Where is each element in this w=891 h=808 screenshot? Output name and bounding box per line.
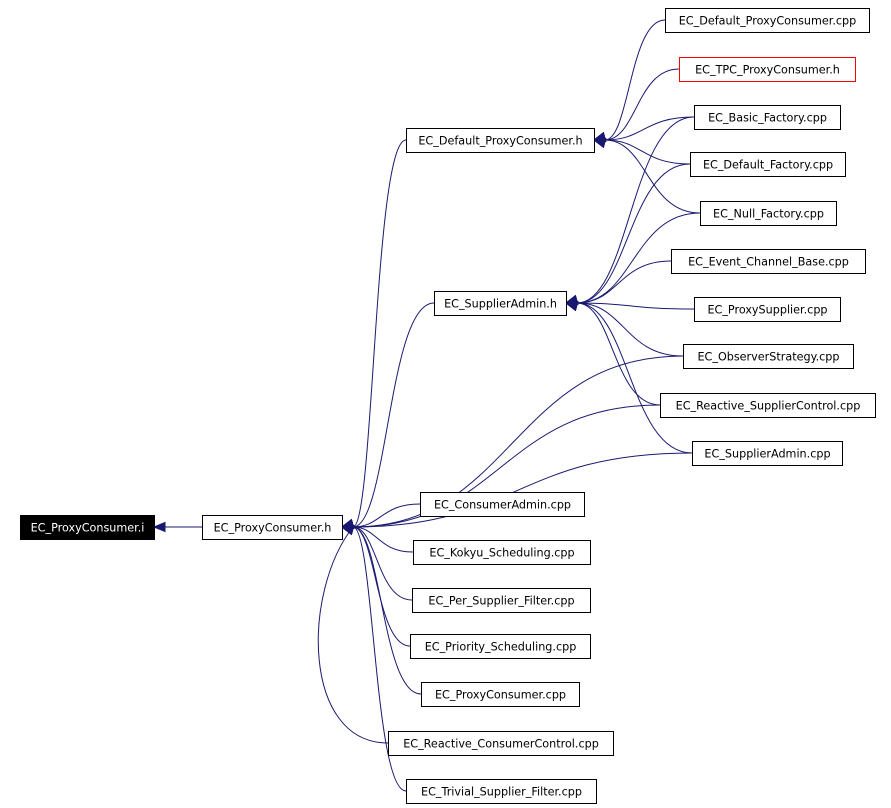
edge-null-factory-cpp-to-default-proxyconsumer-h: [604, 139, 701, 214]
node-box: [406, 128, 595, 153]
node-box: [421, 682, 580, 707]
node-label: EC_Kokyu_Scheduling.cpp: [429, 547, 574, 560]
node-label: EC_ProxySupplier.cpp: [707, 304, 827, 317]
edge-default-factory-cpp-to-supplieradmin-h: [576, 163, 691, 304]
edge-basic-factory-cpp-to-default-proxyconsumer-h: [604, 116, 695, 141]
node-box: [406, 779, 597, 804]
edge-basic-factory-cpp-to-supplieradmin-h: [576, 116, 695, 304]
node-label: EC_ProxyConsumer.i: [31, 522, 145, 535]
node-box: [20, 515, 155, 540]
edge-supplieradmin-cpp-to-supplieradmin-h: [576, 302, 693, 454]
edge-consumeradmin-cpp-to-proxyconsumer-h: [352, 503, 421, 528]
node-basic-factory-cpp[interactable]: EC_Basic_Factory.cpp: [694, 105, 841, 130]
node-label: EC_TPC_ProxyConsumer.h: [695, 64, 840, 77]
node-proxysupplier-cpp[interactable]: EC_ProxySupplier.cpp: [694, 297, 841, 322]
arrowhead: [152, 521, 166, 533]
node-box: [420, 492, 585, 517]
node-label: EC_ObserverStrategy.cpp: [697, 351, 839, 364]
node-box: [412, 588, 591, 613]
node-label: EC_Null_Factory.cpp: [713, 208, 824, 221]
node-box: [434, 291, 567, 316]
node-label: EC_Event_Channel_Base.cpp: [688, 256, 849, 269]
node-label: EC_ConsumerAdmin.cpp: [434, 499, 571, 512]
node-label: EC_Default_ProxyConsumer.h: [418, 135, 582, 148]
edge-priority-scheduling-cpp-to-proxyconsumer-h: [352, 526, 411, 647]
node-supplieradmin-cpp[interactable]: EC_SupplierAdmin.cpp: [692, 441, 843, 466]
node-default-proxyconsumer-h[interactable]: EC_Default_ProxyConsumer.h: [406, 128, 595, 153]
node-box: [671, 249, 866, 274]
node-proxyconsumer-i[interactable]: EC_ProxyConsumer.i: [20, 515, 155, 540]
node-box: [700, 201, 837, 226]
node-label: EC_Per_Supplier_Filter.cpp: [428, 595, 574, 608]
node-per-supplier-filter-cpp[interactable]: EC_Per_Supplier_Filter.cpp: [412, 588, 591, 613]
node-label: EC_Priority_Scheduling.cpp: [425, 641, 577, 654]
node-label: EC_Default_Factory.cpp: [703, 159, 833, 172]
edge-event-channel-base-cpp-to-supplieradmin-h: [576, 260, 672, 304]
node-label: EC_ProxyConsumer.h: [214, 522, 332, 535]
node-label: EC_ProxyConsumer.cpp: [435, 689, 566, 702]
node-consumeradmin-cpp[interactable]: EC_ConsumerAdmin.cpp: [420, 492, 585, 517]
arrowhead: [340, 524, 355, 536]
nodes-layer: EC_ProxyConsumer.i EC_ProxyConsumer.h EC_D…: [20, 8, 876, 804]
arrowhead: [592, 137, 607, 149]
node-label: EC_SupplierAdmin.cpp: [704, 448, 830, 461]
node-trivial-supplier-filter-cpp[interactable]: EC_Trivial_Supplier_Filter.cpp: [406, 779, 597, 804]
node-box: [694, 297, 841, 322]
node-observerstrategy-cpp[interactable]: EC_ObserverStrategy.cpp: [683, 344, 854, 369]
node-box: [683, 344, 854, 369]
node-box: [202, 515, 343, 540]
node-box: [694, 105, 841, 130]
edge-default-proxyconsumer-h-to-proxyconsumer-h: [352, 139, 407, 528]
node-default-proxyconsumer-cpp[interactable]: EC_Default_ProxyConsumer.cpp: [665, 8, 870, 33]
arrowhead: [564, 300, 579, 312]
edge-trivial-supplier-filter-cpp-to-proxyconsumer-h: [352, 526, 407, 792]
node-supplieradmin-h[interactable]: EC_SupplierAdmin.h: [434, 291, 567, 316]
node-box: [679, 57, 856, 82]
edge-proxyconsumer-cpp-to-proxyconsumer-h: [352, 526, 422, 695]
edge-supplieradmin-h-to-proxyconsumer-h: [352, 302, 435, 528]
node-tpc-proxyconsumer-h[interactable]: EC_TPC_ProxyConsumer.h: [679, 57, 856, 82]
edge-default-proxyconsumer-cpp-to-default-proxyconsumer-h: [604, 19, 666, 141]
edge-per-supplier-filter-cpp-to-proxyconsumer-h: [352, 526, 413, 601]
node-event-channel-base-cpp[interactable]: EC_Event_Channel_Base.cpp: [671, 249, 866, 274]
node-box: [410, 634, 591, 659]
edge-reactive-suppliercontrol-cpp-to-supplieradmin-h: [576, 302, 661, 406]
node-label: EC_Trivial_Supplier_Filter.cpp: [421, 786, 582, 799]
edge-observerstrategy-cpp-to-proxyconsumer-h: [352, 355, 684, 528]
edge-observerstrategy-cpp-to-supplieradmin-h: [576, 302, 684, 357]
node-label: EC_Basic_Factory.cpp: [708, 112, 827, 125]
node-proxyconsumer-cpp[interactable]: EC_ProxyConsumer.cpp: [421, 682, 580, 707]
edge-tpc-proxyconsumer-h-to-default-proxyconsumer-h: [604, 68, 680, 141]
node-box: [660, 393, 876, 418]
node-default-factory-cpp[interactable]: EC_Default_Factory.cpp: [690, 152, 846, 177]
edge-supplieradmin-cpp-to-proxyconsumer-h: [352, 452, 693, 528]
node-box: [690, 152, 846, 177]
node-priority-scheduling-cpp[interactable]: EC_Priority_Scheduling.cpp: [410, 634, 591, 659]
node-kokyu-scheduling-cpp[interactable]: EC_Kokyu_Scheduling.cpp: [413, 540, 591, 565]
node-box: [413, 540, 591, 565]
node-label: EC_Reactive_SupplierControl.cpp: [676, 400, 861, 413]
edge-kokyu-scheduling-cpp-to-proxyconsumer-h: [352, 526, 414, 553]
node-box: [388, 731, 614, 756]
node-null-factory-cpp[interactable]: EC_Null_Factory.cpp: [700, 201, 837, 226]
node-reactive-suppliercontrol-cpp[interactable]: EC_Reactive_SupplierControl.cpp: [660, 393, 876, 418]
edge-reactive-suppliercontrol-cpp-to-proxyconsumer-h: [352, 404, 661, 528]
node-label: EC_SupplierAdmin.h: [444, 298, 557, 311]
node-proxyconsumer-h[interactable]: EC_ProxyConsumer.h: [202, 515, 343, 540]
node-box: [665, 8, 870, 33]
edges-layer: [129, 19, 701, 792]
edge-reactive-consumercontrol-cpp-to-proxyconsumer-h: [317, 526, 389, 744]
node-label: EC_Reactive_ConsumerControl.cpp: [403, 738, 599, 751]
edge-default-factory-cpp-to-default-proxyconsumer-h: [604, 139, 691, 165]
edge-proxysupplier-cpp-to-supplieradmin-h: [576, 302, 695, 310]
node-reactive-consumercontrol-cpp[interactable]: EC_Reactive_ConsumerControl.cpp: [388, 731, 614, 756]
node-box: [692, 441, 843, 466]
node-label: EC_Default_ProxyConsumer.cpp: [679, 15, 857, 28]
